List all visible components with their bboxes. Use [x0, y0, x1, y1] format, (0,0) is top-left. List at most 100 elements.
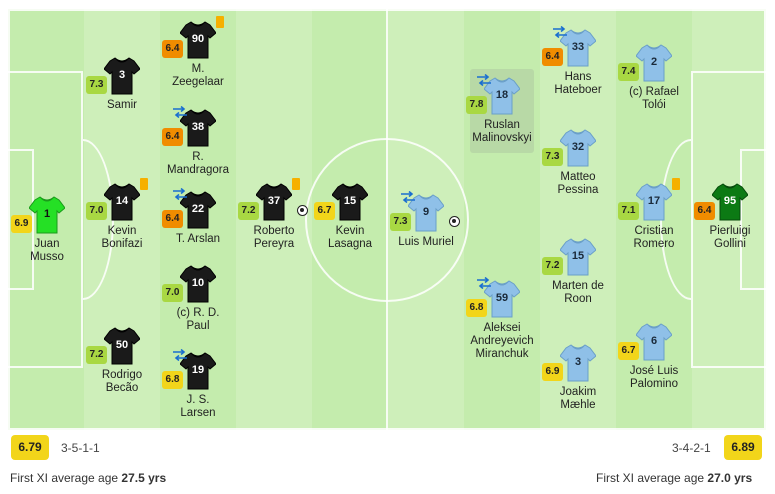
player-name: Kevin Bonifazi	[101, 225, 143, 250]
substitution-icon	[173, 349, 187, 361]
player-name: José Luis Palomino	[629, 365, 679, 390]
shirt-number: 9	[422, 206, 430, 218]
shirt-icon	[636, 44, 672, 82]
goal-ball-icon	[449, 216, 460, 227]
player-rating: 6.9	[542, 363, 563, 381]
shirt-number: 32	[571, 141, 585, 153]
player-name: M. Zeegelaar	[172, 63, 224, 88]
shirt-icon	[256, 183, 292, 221]
shirt-icon	[636, 323, 672, 361]
player-name: Luis Muriel	[398, 236, 454, 248]
right-penalty-box	[691, 71, 766, 368]
player-name: Aleksei Andreyevich Miranchuk	[470, 322, 534, 360]
shirt-number: 59	[495, 292, 509, 304]
player-rating: 7.3	[390, 213, 411, 231]
player-name: Hans Hateboer	[554, 71, 602, 96]
shirt-number: 1	[43, 208, 51, 220]
substitution-icon	[401, 191, 415, 203]
substitution-icon	[477, 277, 491, 289]
shirt-number: 3	[118, 69, 126, 81]
away-formation: 3-4-2-1	[672, 441, 711, 455]
player-name: Samir	[106, 99, 138, 111]
player-rating: 7.8	[466, 96, 487, 114]
player-rating: 6.4	[162, 128, 183, 146]
shirt-number: 3	[574, 356, 582, 368]
shirt-number: 10	[191, 277, 205, 289]
shirt-icon	[712, 183, 748, 221]
shirt-icon	[560, 238, 596, 276]
yellow-card-icon	[216, 16, 224, 28]
player-rating: 7.2	[86, 346, 107, 364]
home-average-age: First XI average age 27.5 yrs	[10, 471, 166, 485]
player-rating: 6.4	[162, 210, 183, 228]
shirt-number: 37	[267, 195, 281, 207]
player-rating: 7.3	[86, 76, 107, 94]
shirt-number: 15	[343, 195, 357, 207]
away-average-age: First XI average age 27.0 yrs	[596, 471, 752, 485]
shirt-icon	[180, 21, 216, 59]
center-circle	[305, 138, 469, 302]
shirt-number: 95	[723, 195, 737, 207]
shirt-icon	[560, 344, 596, 382]
shirt-number: 90	[191, 33, 205, 45]
player-rating: 6.7	[618, 342, 639, 360]
left-goal-box	[8, 149, 34, 290]
home-average-age-value: 27.5 yrs	[121, 471, 167, 485]
player-name: Cristian Romero	[633, 225, 675, 250]
right-goal-box	[740, 149, 766, 290]
shirt-icon	[484, 77, 520, 115]
player-name: J. S. Larsen	[180, 394, 216, 419]
player-name: Ruslan Malinovskyi	[472, 119, 532, 144]
shirt-number: 14	[115, 195, 129, 207]
player-rating: 7.3	[542, 148, 563, 166]
player-name: Kevin Lasagna	[327, 225, 373, 250]
player-rating: 7.2	[238, 202, 259, 220]
player-name: R. Mandragora	[166, 151, 229, 176]
yellow-card-icon	[140, 178, 148, 190]
home-player[interactable]: 38 6.4 R. Mandragora	[153, 106, 243, 177]
player-name: Juan Musso	[30, 238, 64, 263]
shirt-number: 50	[115, 339, 129, 351]
shirt-number: 38	[191, 121, 205, 133]
shirt-icon	[560, 129, 596, 167]
player-rating: 7.4	[618, 63, 639, 81]
player-rating: 6.8	[466, 299, 487, 317]
